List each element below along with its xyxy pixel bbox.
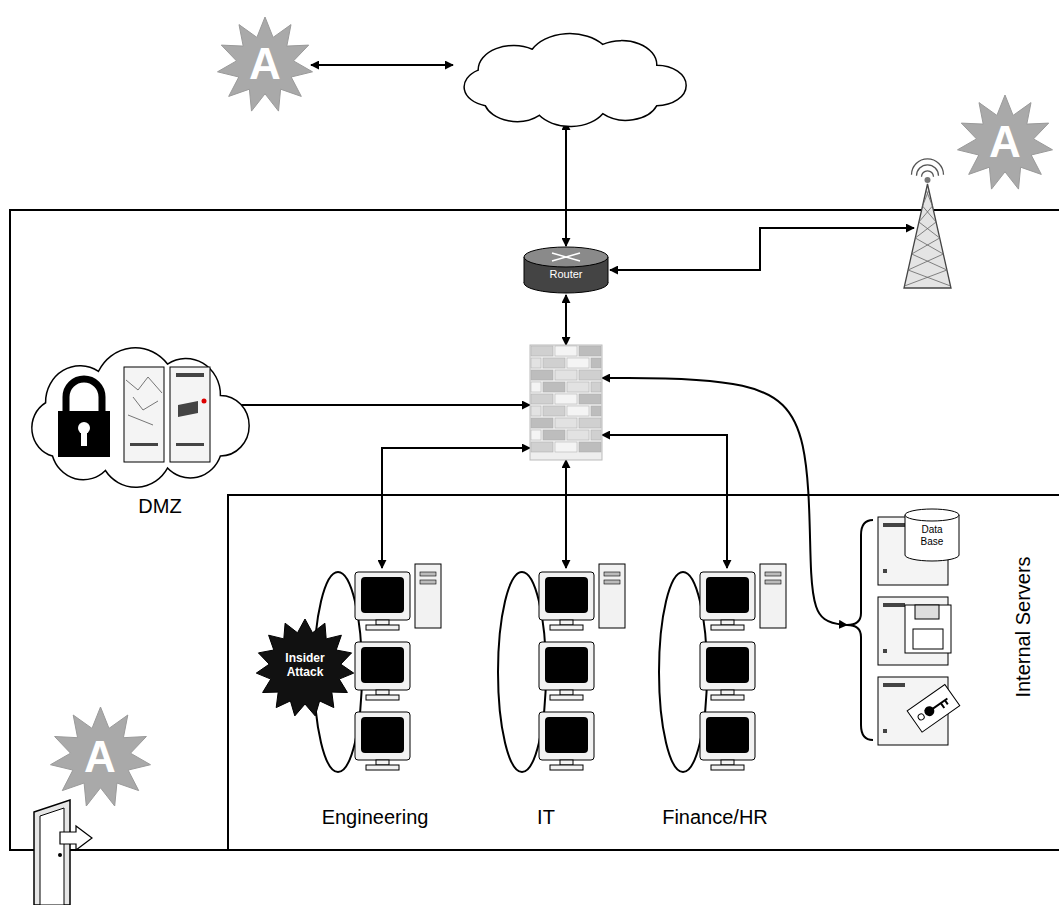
computer-icon xyxy=(539,564,625,630)
door-icon xyxy=(34,800,92,905)
cloud-outline xyxy=(464,34,686,127)
department-group-shape xyxy=(494,560,634,840)
router: Router xyxy=(522,245,610,295)
node-label: Router xyxy=(549,268,582,281)
connector-arrow xyxy=(382,448,530,568)
attacker-star xyxy=(218,17,313,111)
internet-cloud xyxy=(450,25,685,125)
attacker-star: A xyxy=(48,705,153,810)
dmz-cloud: DMZ xyxy=(18,335,248,525)
node-label: IT xyxy=(537,806,555,829)
internal-lan-box xyxy=(228,495,1059,850)
attacker-star xyxy=(51,707,151,806)
internal-servers: Internal Servers Data Base xyxy=(843,505,1053,750)
connector-arrow xyxy=(602,378,847,625)
node-label: Data Base xyxy=(914,524,950,547)
attacker-star xyxy=(958,95,1053,189)
computer-icon xyxy=(700,642,755,700)
insider-attack-burst: Insider Attack xyxy=(250,618,360,718)
computer-icon xyxy=(539,712,594,770)
node-label: A xyxy=(84,732,116,783)
department-group-shape xyxy=(655,560,795,840)
department-group: Finance/HR xyxy=(655,560,795,840)
computer-icon xyxy=(355,642,410,700)
database-cylinder: Data Base xyxy=(903,507,961,563)
connector-arrow xyxy=(610,228,914,270)
computer-icon xyxy=(700,712,755,770)
wireless-tower xyxy=(900,160,955,290)
node-label: Internal Servers xyxy=(1012,556,1035,697)
connector-arrow xyxy=(565,295,567,345)
node-label: DMZ xyxy=(138,495,181,518)
node-label: A xyxy=(249,39,281,90)
connector-arrow xyxy=(565,460,567,568)
connector-arrow xyxy=(218,404,530,406)
firewall xyxy=(530,345,602,460)
node-label: Engineering xyxy=(322,806,429,829)
computer-icon xyxy=(355,712,410,770)
dmz-cloud-shape xyxy=(18,335,248,525)
connector-arrow xyxy=(311,64,453,66)
connector-arrow xyxy=(602,435,727,568)
wireless-tower-shape xyxy=(900,160,955,290)
computer-icon xyxy=(700,564,786,630)
computer-icon xyxy=(355,564,441,630)
node-label: Finance/HR xyxy=(662,806,768,829)
department-group: IT xyxy=(494,560,634,840)
outer-perimeter xyxy=(10,210,1059,850)
cloud-outline xyxy=(32,348,249,487)
node-label: Insider Attack xyxy=(273,652,337,680)
internet-cloud-shape xyxy=(450,25,685,125)
attacker-star: A xyxy=(215,15,315,115)
connector-arrow xyxy=(565,122,567,246)
bracket xyxy=(847,520,873,740)
insider-burst xyxy=(256,619,353,716)
node-label: A xyxy=(989,117,1021,168)
computer-icon xyxy=(539,642,594,700)
firewall-shape xyxy=(530,345,602,460)
attacker-star: A xyxy=(955,88,1055,198)
